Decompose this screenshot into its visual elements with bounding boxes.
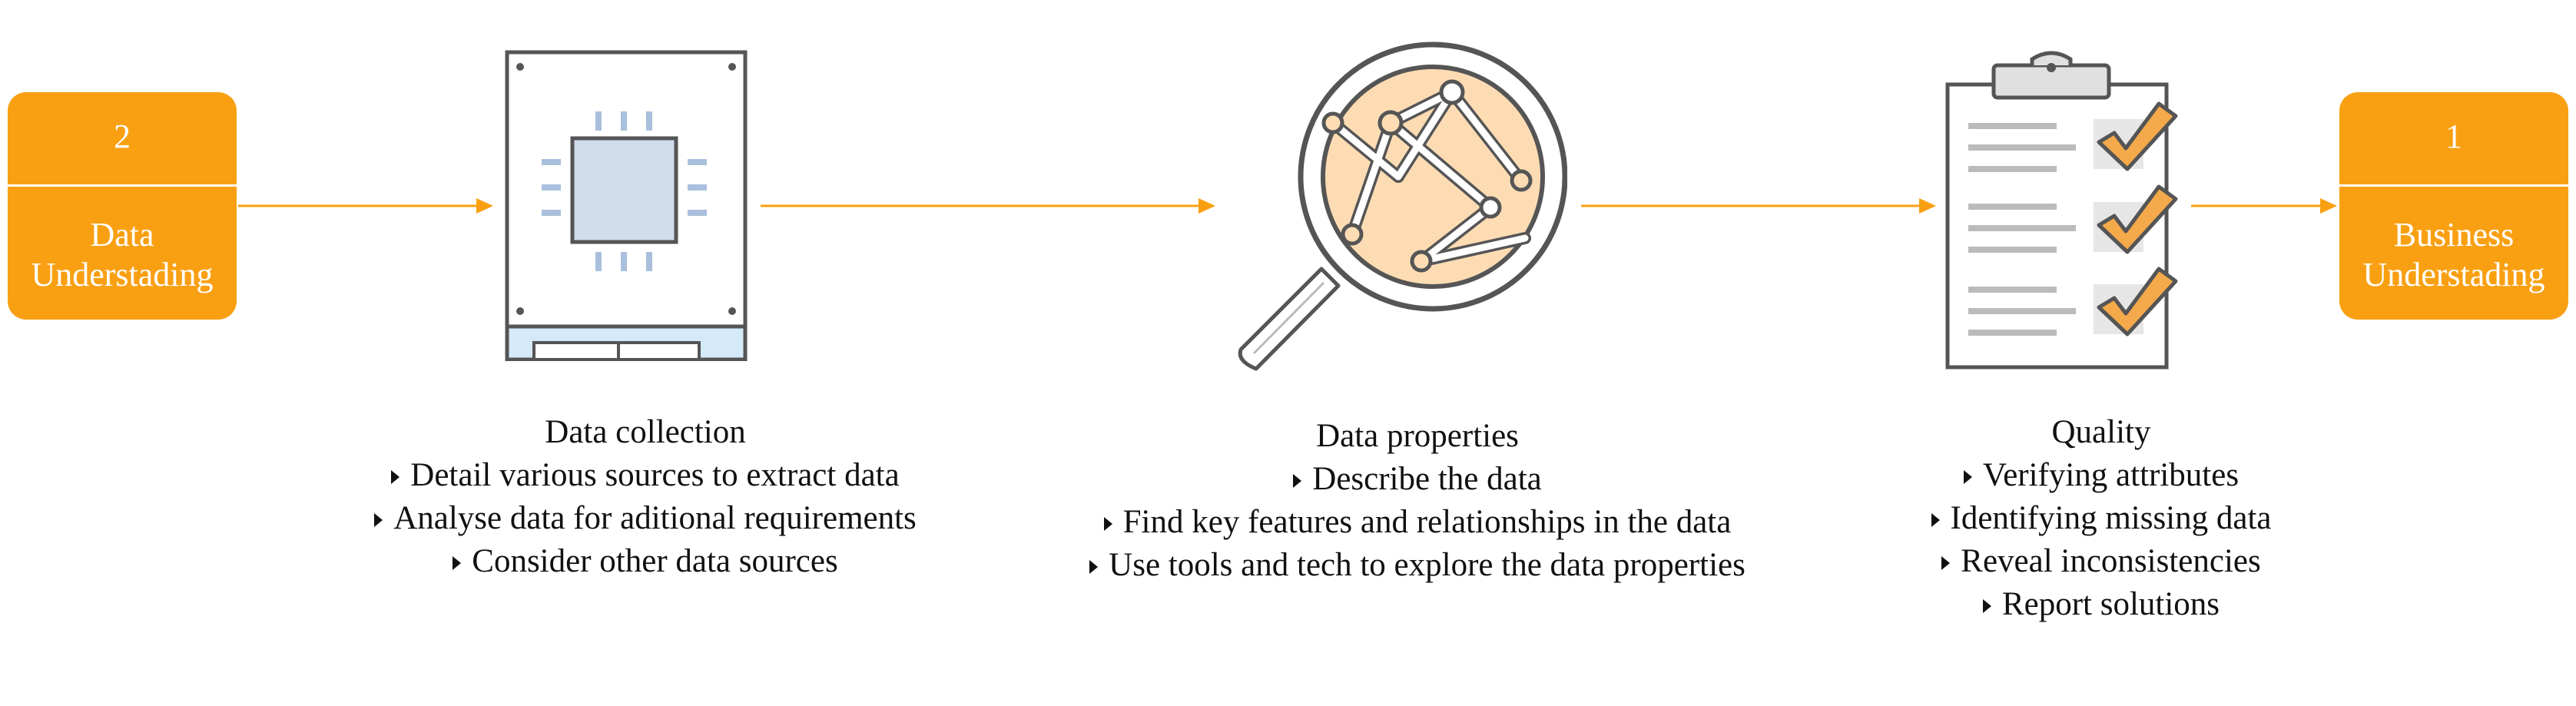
phase-name-line: Business: [2393, 216, 2515, 254]
step-bullet: Analyse data for aditional requirements: [338, 497, 953, 540]
bullet-triangle-icon: [1089, 560, 1099, 574]
clipboard-checklist-icon: [1945, 51, 2178, 370]
step-bullet: Reveal inconsistencies: [1794, 540, 2409, 583]
step-data-properties: Data properties Describe the data Find k…: [1033, 415, 1802, 587]
bullet-triangle-icon: [1982, 599, 1991, 613]
step-bullet: Verifying attributes: [1794, 454, 2409, 497]
step-bullet: Report solutions: [1794, 583, 2409, 626]
arrow-4-head: [2320, 198, 2337, 214]
step-bullet: Detail various sources to extract data: [338, 454, 953, 497]
step-heading: Data properties: [1316, 418, 1519, 454]
arrow-1-head: [476, 198, 493, 214]
step-bullet: Use tools and tech to explore the data p…: [1033, 544, 1802, 587]
phase-name-line: Understading: [2362, 256, 2545, 293]
step-bullet: Identifying missing data: [1794, 497, 2409, 540]
bullet-triangle-icon: [1293, 474, 1302, 488]
phase-box-data-understanding: 2 Data Understading: [8, 92, 237, 320]
step-bullet: Describe the data: [1033, 458, 1802, 501]
phase-name-line: Data: [90, 216, 154, 254]
bullet-triangle-icon: [1931, 513, 1940, 527]
bullet-triangle-icon: [1963, 470, 1972, 484]
bullet-triangle-icon: [1103, 517, 1112, 531]
bullet-triangle-icon: [1941, 556, 1951, 570]
phase-box-business-understanding: 1 Business Understading: [2339, 92, 2568, 320]
phase-number: 1: [2445, 118, 2462, 155]
bullet-triangle-icon: [391, 470, 400, 484]
phase-name-line: Understading: [31, 256, 214, 293]
step-bullet: Find key features and relationships in t…: [1033, 501, 1802, 544]
magnifying-glass-network-icon: [1238, 41, 1567, 371]
circuit-board-icon: [505, 50, 748, 361]
bullet-triangle-icon: [374, 513, 383, 527]
step-quality: Quality Verifying attributes Identifying…: [1794, 411, 2409, 626]
phase-divider: [2339, 184, 2568, 187]
step-heading: Data collection: [545, 414, 746, 450]
step-bullet: Consider other data sources: [338, 540, 953, 583]
phase-number: 2: [114, 118, 131, 155]
phase-name: Business Understading: [2346, 215, 2562, 295]
step-data-collection: Data collection Detail various sources t…: [338, 411, 953, 583]
arrow-3-head: [1919, 198, 1936, 214]
phase-divider: [8, 184, 237, 187]
step-heading: Quality: [2051, 414, 2151, 450]
arrow-2-head: [1198, 198, 1215, 214]
phase-name: Data Understading: [14, 215, 230, 295]
bullet-triangle-icon: [453, 556, 462, 570]
